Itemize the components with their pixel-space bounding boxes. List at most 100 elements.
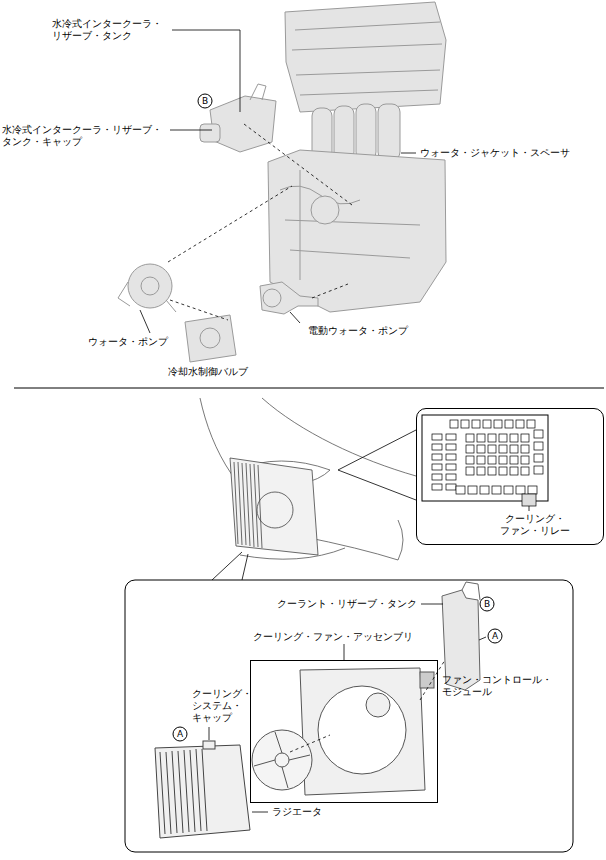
- fuse-cell: [461, 420, 469, 428]
- svg-line: [421, 604, 443, 605]
- svg-path: [292, 22, 442, 95]
- svg-line: [209, 727, 210, 740]
- coolant-tank: [442, 582, 480, 690]
- fuse-cell: [505, 420, 513, 428]
- svg-circle: [311, 196, 339, 224]
- svg-circle: [252, 730, 312, 790]
- fuse-cell: [466, 434, 474, 442]
- part-name: 水冷式インタークーラ・リザーブ・ タンク・キャップ: [2, 124, 163, 148]
- dashed-guides: [290, 660, 445, 752]
- callout-letter: A: [177, 729, 183, 739]
- svg-polygon: [268, 150, 446, 312]
- fuse-cell: [488, 445, 496, 453]
- svg-line: [252, 812, 268, 813]
- fuse-box: [416, 408, 604, 545]
- svg-polygon: [155, 745, 250, 838]
- fuse-cell: [521, 467, 529, 475]
- fuse-cell: [450, 420, 458, 428]
- svg-circle: [257, 492, 293, 528]
- part-name: 水冷式インタークーラ・ リザーブ・タンク: [52, 18, 163, 42]
- dashed-guides: [168, 124, 352, 320]
- svg-line: [338, 470, 416, 500]
- svg-line: [338, 430, 416, 470]
- callout-circle: [488, 629, 502, 643]
- fuse-cell: [521, 434, 529, 442]
- fan-assembly-box: クーリング・ファン・アッセンブリ: [250, 660, 438, 803]
- svg-line: [170, 300, 228, 320]
- svg-line: [312, 284, 348, 298]
- fuse-cell: [521, 445, 529, 453]
- fuse-cell: [432, 434, 442, 440]
- svg-circle: [366, 693, 390, 717]
- fuse-cell: [466, 456, 474, 464]
- fuse-cell: [534, 466, 543, 474]
- fuse-cell: [488, 456, 496, 464]
- svg-line: [140, 310, 150, 333]
- svg-polygon: [210, 96, 276, 152]
- water-pump: [118, 264, 176, 312]
- svg-rect: [422, 415, 548, 501]
- svg-path: [250, 84, 266, 100]
- svg-line: [344, 644, 345, 660]
- fuse-cell: [477, 434, 485, 442]
- svg-circle: [318, 686, 406, 774]
- svg-line: [479, 637, 486, 640]
- radiator: [155, 741, 250, 838]
- part-name: ファン・コントロール・ モジュール: [442, 674, 553, 698]
- fuse-cell: [432, 464, 442, 470]
- svg-line: [290, 735, 330, 752]
- fuse-cell: [499, 445, 507, 453]
- fuse-cell: [483, 420, 491, 428]
- fuse-cell: [456, 486, 465, 494]
- svg-circle: [141, 277, 159, 295]
- fuse-cell: [446, 484, 456, 490]
- fuse-cell: [510, 467, 518, 475]
- callout-letter: B: [202, 96, 208, 106]
- svg-polygon: [285, 2, 446, 112]
- fuse-cell: [446, 434, 456, 440]
- fuse-cell: [432, 474, 442, 480]
- fuse-cell: [534, 430, 543, 438]
- fuse-cell: [466, 467, 474, 475]
- svg-path: [118, 282, 176, 312]
- part-name: 冷却水制御バルブ: [168, 366, 248, 378]
- fan-blades: [252, 730, 312, 790]
- fuse-cell: [477, 445, 485, 453]
- part-name: 電動ウォータ・ポンプ: [308, 325, 408, 337]
- leader-lines: [140, 30, 416, 333]
- separator: [14, 388, 604, 389]
- callout-wedges: [212, 430, 416, 580]
- fuse-cell: [446, 454, 456, 460]
- svg-line: [401, 153, 416, 154]
- fuse-cell: [446, 474, 456, 480]
- svg-path: [262, 398, 416, 476]
- radiator-in-car: [230, 458, 318, 555]
- part-name: クーラント・リザーブ・タンク: [277, 598, 417, 610]
- fuse-cell: [527, 420, 535, 428]
- fuse-cell: [516, 420, 524, 428]
- fuse-cell: [480, 486, 489, 494]
- leader-line: [529, 506, 530, 511]
- car-outline: [200, 398, 416, 560]
- svg-circle: [200, 328, 220, 348]
- electric-water-pump: [260, 282, 318, 314]
- svg-rect: [334, 106, 354, 160]
- fuse-cell: [534, 454, 543, 462]
- fuse-cell: [521, 456, 529, 464]
- svg-line: [168, 186, 292, 262]
- fuse-cell: [446, 464, 456, 470]
- fuse-cell: [534, 442, 543, 450]
- fuse-cell: [472, 420, 480, 428]
- fuse-cell: [510, 434, 518, 442]
- fuse-cell: [499, 434, 507, 442]
- svg-rect: [420, 672, 434, 688]
- fuse-cell: [488, 467, 496, 475]
- fuse-cell: [477, 456, 485, 464]
- intercooler-tank: [200, 84, 276, 152]
- svg-path: [254, 732, 310, 788]
- svg-line: [212, 552, 242, 580]
- leader-lines: [209, 604, 486, 812]
- engine: [268, 2, 446, 312]
